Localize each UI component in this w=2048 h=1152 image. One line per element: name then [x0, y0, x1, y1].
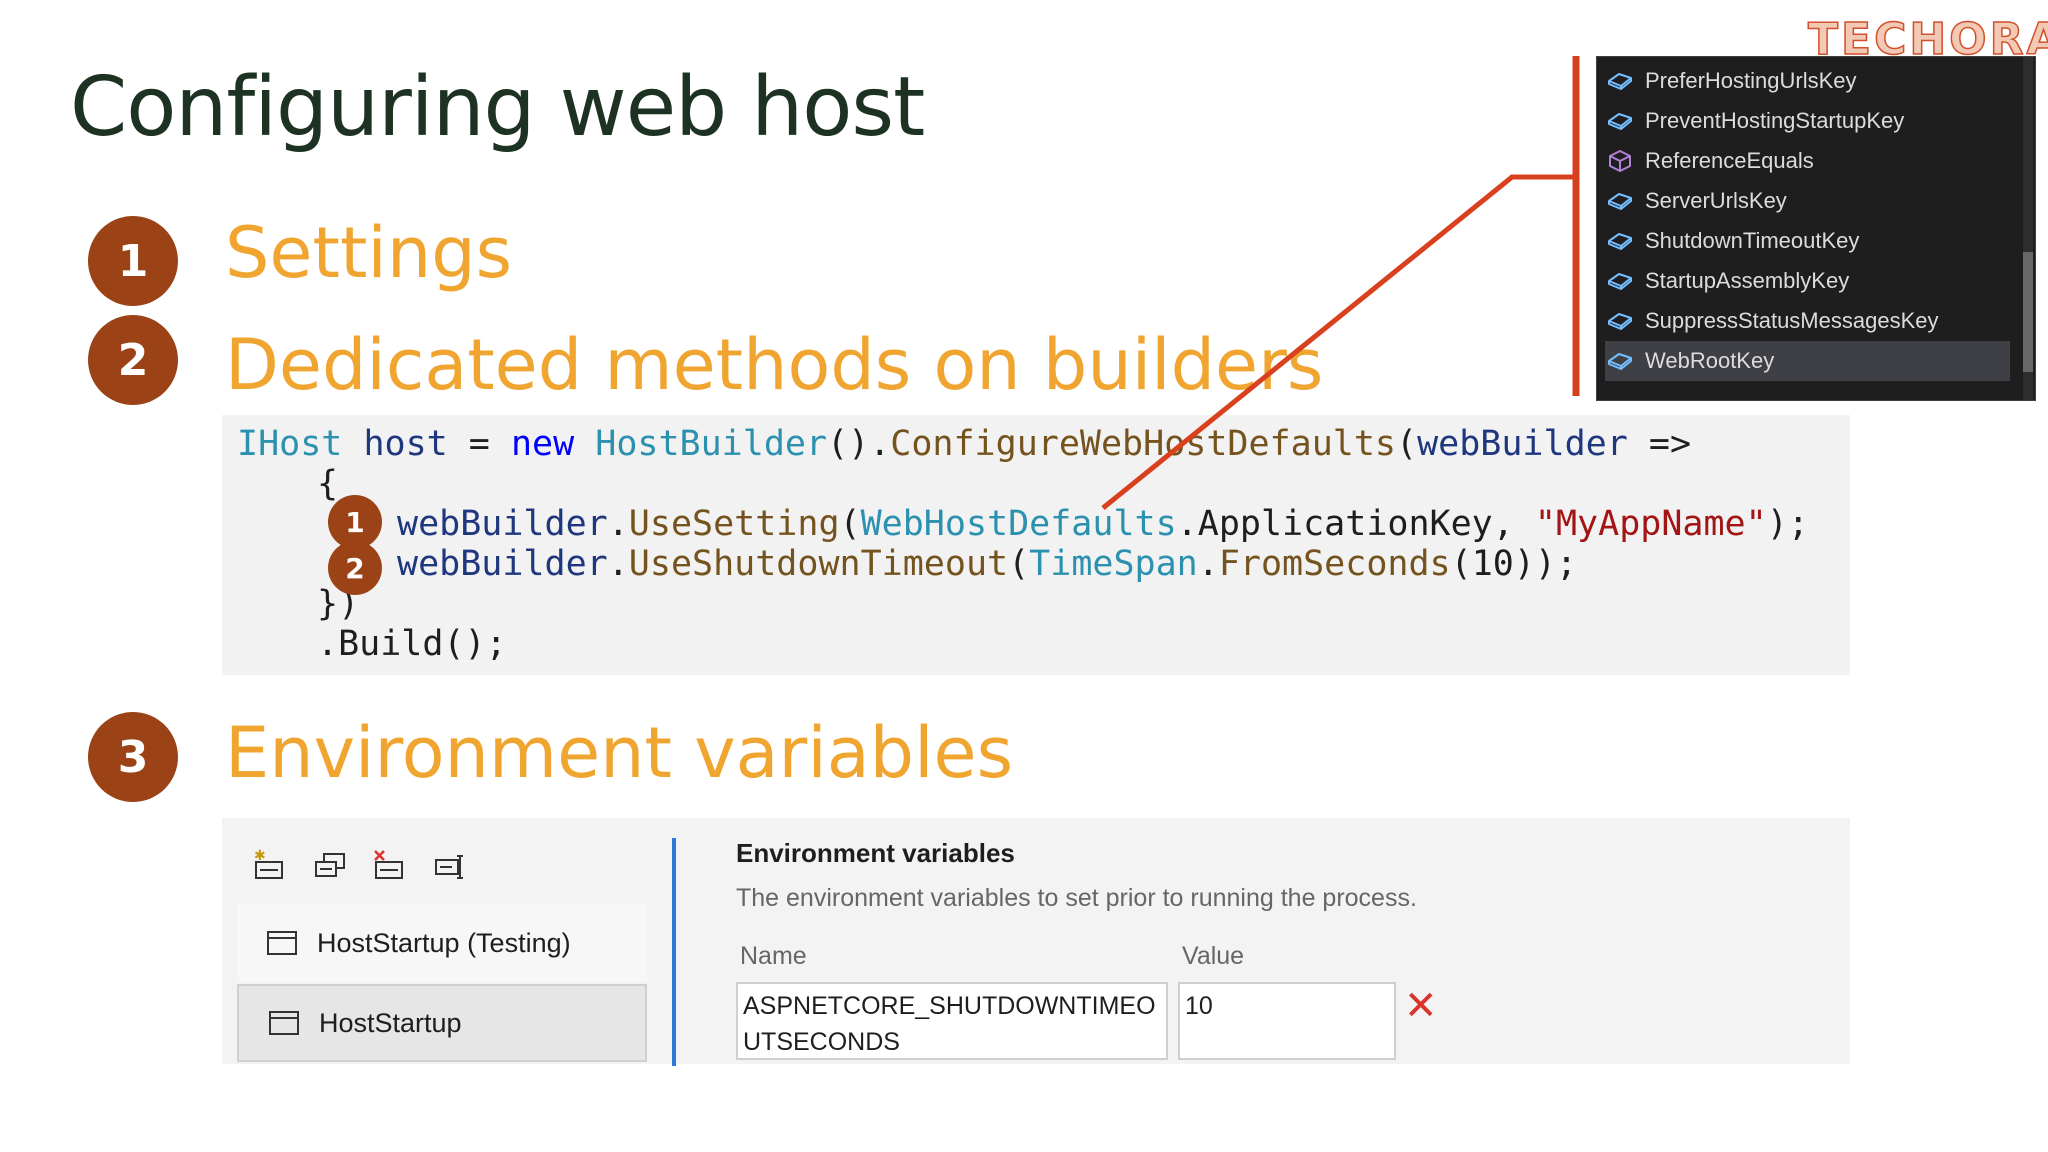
- code-marker-2: 2: [328, 541, 382, 595]
- intellisense-item[interactable]: PreventHostingStartupKey: [1605, 101, 2010, 141]
- window-icon: [269, 1011, 299, 1035]
- panel-divider: [672, 838, 676, 1066]
- intellisense-item[interactable]: ServerUrlsKey: [1605, 181, 2010, 221]
- intellisense-item-label: ShutdownTimeoutKey: [1645, 228, 1860, 253]
- intellisense-item[interactable]: PreferHostingUrlsKey: [1605, 61, 2010, 101]
- window-icon: [267, 931, 297, 955]
- code-line-1: IHost host = new HostBuilder().Configure…: [237, 424, 1692, 464]
- field-icon: [1608, 233, 1632, 250]
- env-section-title: Environment variables: [736, 838, 1015, 868]
- rename-profile-icon[interactable]: [432, 848, 468, 884]
- code-line-6: .Build();: [317, 624, 507, 664]
- intellisense-scroll-thumb[interactable]: [2023, 252, 2033, 372]
- intellisense-item-label: PreventHostingStartupKey: [1645, 108, 1905, 133]
- field-icon: [1608, 273, 1632, 290]
- env-name-field[interactable]: ASPNETCORE_SHUTDOWNTIMEOUTSECONDS: [736, 982, 1168, 1060]
- code-line-4: webBuilder.UseShutdownTimeout(TimeSpan.F…: [397, 544, 1578, 584]
- intellisense-item[interactable]: ReferenceEquals: [1605, 141, 2010, 181]
- intellisense-item[interactable]: WebRootKey: [1605, 341, 2010, 381]
- point-number-3: 3: [88, 712, 178, 802]
- svg-text:✱: ✱: [254, 848, 266, 864]
- delete-profile-icon[interactable]: [372, 848, 408, 884]
- code-line-3: webBuilder.UseSetting(WebHostDefaults.Ap…: [397, 504, 1809, 544]
- code-sample: [222, 415, 1850, 675]
- point-environment-variables: Environment variables: [225, 712, 1014, 794]
- value-column-header: Value: [1182, 942, 1245, 970]
- profile-label: HostStartup (Testing): [317, 927, 571, 958]
- intellisense-item-label: ReferenceEquals: [1645, 148, 1814, 173]
- name-column-header: Name: [740, 942, 807, 970]
- field-icon: [1608, 73, 1632, 90]
- method-icon: [1609, 150, 1631, 172]
- field-icon: [1608, 113, 1632, 130]
- intellisense-item[interactable]: ShutdownTimeoutKey: [1605, 221, 2010, 261]
- intellisense-item-label: PreferHostingUrlsKey: [1645, 68, 1857, 93]
- profile-hoststartup[interactable]: HostStartup: [237, 984, 647, 1062]
- env-section-description: The environment variables to set prior t…: [736, 884, 1417, 912]
- intellisense-item-label: StartupAssemblyKey: [1645, 268, 1850, 293]
- intellisense-item-label: SuppressStatusMessagesKey: [1645, 308, 1939, 333]
- profile-hoststartup-testing[interactable]: HostStartup (Testing): [237, 904, 647, 982]
- intellisense-item[interactable]: SuppressStatusMessagesKey: [1605, 301, 2010, 341]
- intellisense-item[interactable]: StartupAssemblyKey: [1605, 261, 2010, 301]
- point-number-2: 2: [88, 315, 178, 405]
- point-dedicated-methods: Dedicated methods on builders: [225, 324, 1324, 406]
- profile-label: HostStartup: [319, 1007, 462, 1038]
- code-line-2: {: [317, 464, 339, 504]
- intellisense-item-label: WebRootKey: [1645, 348, 1775, 373]
- intellisense-scrollbar[interactable]: [2023, 57, 2033, 400]
- intellisense-item-label: ServerUrlsKey: [1645, 188, 1787, 213]
- code-marker-1: 1: [328, 495, 382, 549]
- env-value-field[interactable]: 10: [1178, 982, 1396, 1060]
- point-number-1: 1: [88, 216, 178, 306]
- remove-variable-icon[interactable]: ✕: [1404, 983, 1438, 1029]
- copy-profile-icon[interactable]: [312, 848, 348, 884]
- slide-title: Configuring web host: [70, 60, 925, 155]
- field-icon: [1608, 193, 1632, 210]
- field-icon: [1608, 313, 1632, 330]
- new-profile-icon[interactable]: ✱: [252, 848, 288, 884]
- field-icon: [1608, 353, 1632, 370]
- point-settings: Settings: [225, 212, 513, 294]
